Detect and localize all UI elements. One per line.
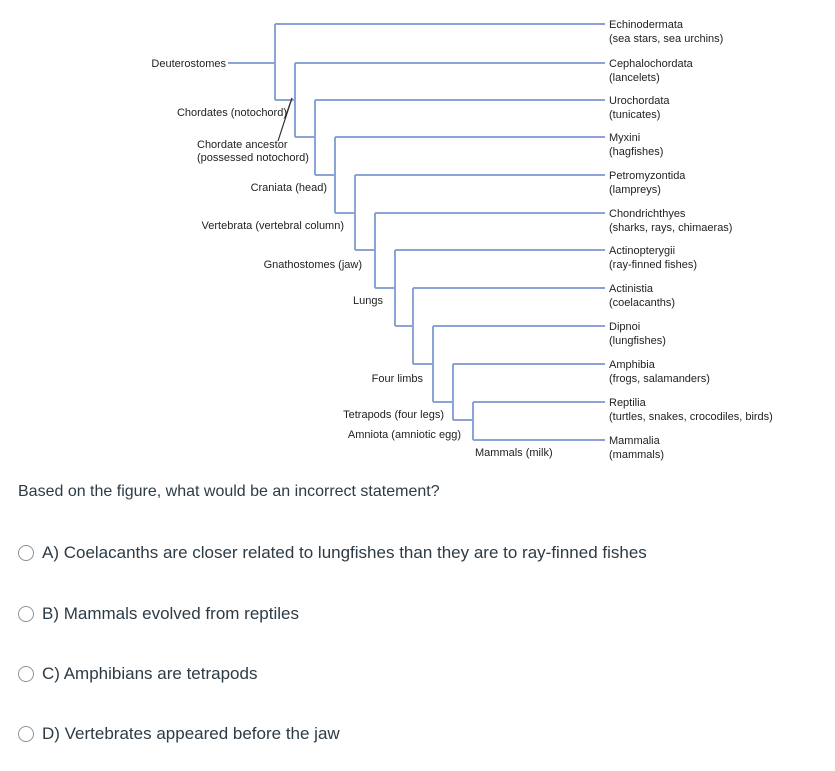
option-label: D) Vertebrates appeared before the jaw [42, 724, 340, 743]
branch-amniota [453, 402, 474, 440]
taxon-sub: (coelacanths) [609, 297, 675, 309]
taxon-sub: (lancelets) [609, 72, 660, 84]
radio-button[interactable] [18, 726, 34, 742]
trait-gnathostomes: Gnathostomes (jaw) [264, 259, 362, 271]
radio-button[interactable] [18, 666, 34, 682]
taxon-sub: (lungfishes) [609, 335, 666, 347]
taxon-sub: (mammals) [609, 449, 664, 461]
option-label: C) Amphibians are tetrapods [42, 664, 258, 683]
branch-gnathostomes [355, 213, 376, 288]
trait-tetrapods: Tetrapods (four legs) [343, 409, 444, 421]
option-b[interactable]: B) Mammals evolved from reptiles [18, 604, 299, 624]
taxon-name: Urochordata [609, 95, 670, 107]
taxon-name: Mammalia [609, 435, 661, 447]
option-label: B) Mammals evolved from reptiles [42, 604, 299, 623]
trait-chordates: Chordates (notochord) [177, 107, 287, 119]
taxon-name: Dipnoi [609, 321, 640, 333]
taxon-sub: (lampreys) [609, 184, 661, 196]
branch-root [228, 24, 276, 100]
taxon-name: Actinistia [609, 283, 654, 295]
trait-mammals: Mammals (milk) [475, 447, 553, 459]
taxon-sub: (tunicates) [609, 109, 660, 121]
taxon-sub: (turtles, snakes, crocodiles, birds) [609, 411, 773, 423]
taxon-sub: (sea stars, sea urchins) [609, 33, 723, 45]
branch-chordates [275, 63, 296, 137]
trait-lungs: Lungs [353, 295, 383, 307]
taxon-name: Actinopterygii [609, 245, 675, 257]
taxon-sub: (ray-finned fishes) [609, 259, 697, 271]
taxon-labels: Echinodermata (sea stars, sea urchins) C… [609, 19, 773, 461]
branch-vertebrata [335, 175, 356, 250]
taxon-sub: (frogs, salamanders) [609, 373, 710, 385]
radio-button[interactable] [18, 545, 34, 561]
branch-lungs [395, 288, 414, 364]
option-a[interactable]: A) Coelacanths are closer related to lun… [18, 543, 647, 563]
branch-rhipidistia [413, 326, 434, 402]
option-c[interactable]: C) Amphibians are tetrapods [18, 664, 257, 684]
radio-button[interactable] [18, 606, 34, 622]
trait-four-limbs: Four limbs [372, 373, 424, 385]
branch-olfactores [295, 100, 316, 175]
option-label: A) Coelacanths are closer related to lun… [42, 543, 647, 562]
tree-branches [228, 23, 605, 441]
trait-ancestor-line1: Chordate ancestor [197, 139, 288, 151]
question-text: Based on the figure, what would be an in… [18, 483, 440, 500]
trait-craniata: Craniata (head) [251, 182, 327, 194]
branch-osteichthyes [375, 250, 396, 326]
trait-vertebrata: Vertebrata (vertebral column) [202, 220, 344, 232]
branch-tetrapods [433, 364, 454, 420]
option-d[interactable]: D) Vertebrates appeared before the jaw [18, 724, 340, 744]
taxon-name: Echinodermata [609, 19, 684, 31]
branch-craniata [315, 137, 336, 213]
taxon-name: Reptilia [609, 397, 647, 409]
taxon-name: Cephalochordata [609, 58, 694, 70]
taxon-name: Amphibia [609, 359, 656, 371]
taxon-sub: (hagfishes) [609, 146, 663, 158]
trait-deuterostomes: Deuterostomes [151, 58, 226, 70]
taxon-name: Petromyzontida [609, 170, 686, 182]
taxon-name: Chondrichthyes [609, 208, 686, 220]
trait-labels: Deuterostomes Chordates (notochord) Chor… [151, 58, 552, 459]
ancestor-pointer-line [277, 97, 293, 142]
taxon-name: Myxini [609, 132, 640, 144]
phylogenetic-tree: Echinodermata (sea stars, sea urchins) C… [151, 19, 773, 461]
trait-ancestor-line2: (possessed notochord) [197, 152, 309, 164]
trait-amniota: Amniota (amniotic egg) [348, 429, 461, 441]
taxon-sub: (sharks, rays, chimaeras) [609, 222, 732, 234]
